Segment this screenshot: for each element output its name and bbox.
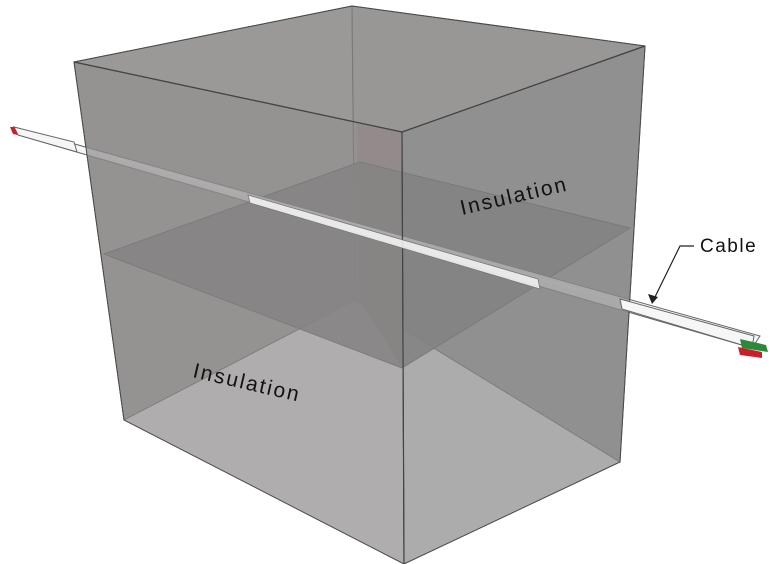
cable-leader-arrow [648,294,658,304]
cube-vertical-edge [401,131,405,564]
cable-interior-highlight [247,194,541,290]
cable-label: Cable [700,236,757,257]
cube-front-right-face [401,45,646,564]
cable-leader-line [652,245,694,302]
cable-right-end [619,298,768,358]
wire-red-left [10,127,18,135]
cube-front-left-face [73,61,405,564]
cable-left-end [10,126,78,153]
wire-red-right [738,347,762,358]
wire-green-right [740,339,768,352]
